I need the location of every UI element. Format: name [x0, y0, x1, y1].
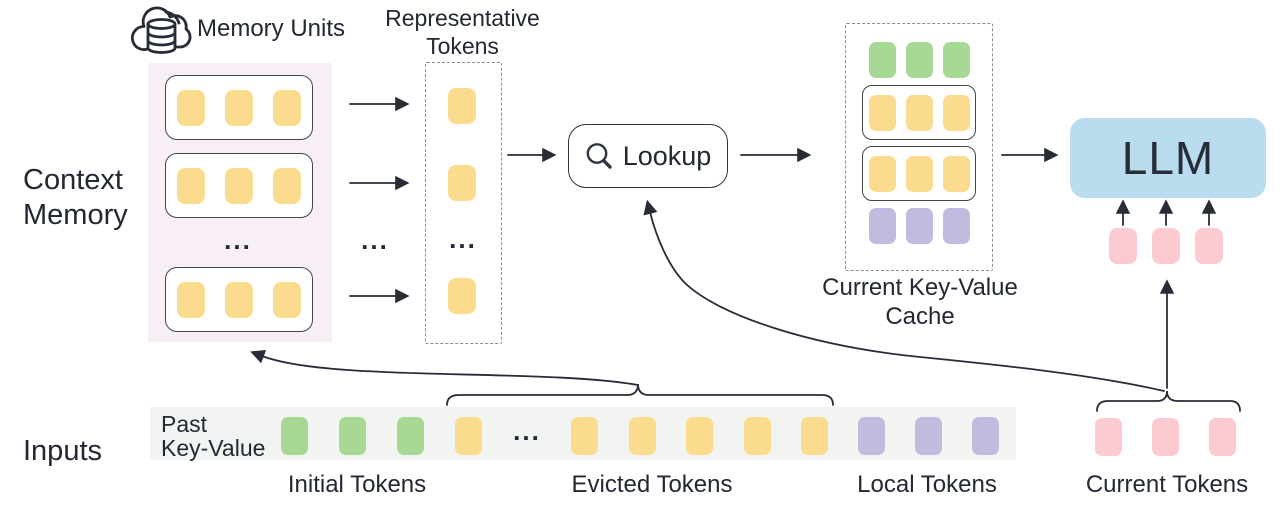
yellow-token — [801, 417, 828, 455]
yellow-token — [686, 417, 713, 455]
llm-input-tokens — [1109, 228, 1223, 264]
memory-unit — [165, 75, 313, 140]
green-token — [339, 417, 366, 455]
representative-token — [448, 165, 476, 201]
green-token — [943, 42, 970, 78]
yellow-token — [273, 281, 301, 318]
evicted-tokens-group-right — [571, 417, 828, 455]
yellow-token — [448, 88, 476, 124]
pink-token — [1195, 228, 1223, 264]
context-memory-box: ... — [148, 63, 332, 342]
local-tokens-label: Local Tokens — [857, 471, 997, 498]
cache-memory-unit — [862, 146, 976, 201]
yellow-token — [225, 281, 253, 318]
evicted-tokens-label: Evicted Tokens — [571, 471, 733, 498]
initial-tokens-group — [281, 417, 424, 455]
yellow-token — [177, 89, 205, 126]
green-token — [281, 417, 308, 455]
green-token — [869, 42, 896, 78]
pink-token — [1109, 228, 1137, 264]
memory-ellipsis: ... — [224, 225, 252, 255]
purple-token — [906, 208, 933, 244]
context-memory-label: Context Memory — [23, 164, 128, 231]
yellow-token — [225, 89, 253, 126]
memory-unit — [165, 153, 313, 218]
purple-token — [869, 208, 896, 244]
between-ellipsis: ... — [361, 225, 389, 255]
pink-token — [1152, 228, 1180, 264]
green-token — [397, 417, 424, 455]
memory-unit — [165, 267, 313, 332]
memory-units-label: Memory Units — [197, 15, 346, 42]
yellow-token — [177, 167, 205, 204]
yellow-token — [448, 165, 476, 201]
inputs-ellipsis: ... — [513, 416, 541, 446]
representative-tokens-box: ... — [425, 62, 502, 344]
purple-token — [943, 208, 970, 244]
current-tokens-group — [1095, 418, 1236, 456]
green-token — [906, 42, 933, 78]
yellow-token — [905, 155, 933, 192]
inputs-label: Inputs — [23, 435, 102, 467]
cache-initial-row — [869, 42, 970, 78]
cloud-database-icon — [130, 6, 192, 54]
current-kv-cache-label: Current Key-Value Cache — [822, 274, 1018, 330]
pink-token — [1095, 418, 1122, 456]
llm-box: LLM — [1070, 118, 1266, 198]
yellow-token — [868, 155, 896, 192]
pink-token — [1209, 418, 1236, 456]
current-tokens-label: Current Tokens — [1085, 471, 1249, 498]
current-tokens-brace — [1096, 390, 1241, 412]
yellow-token — [448, 278, 476, 314]
yellow-token — [273, 89, 301, 126]
representative-token — [448, 278, 476, 314]
llm-label: LLM — [1121, 132, 1215, 184]
purple-token — [858, 417, 885, 455]
representative-ellipsis: ... — [449, 224, 477, 254]
cache-local-row — [869, 208, 970, 244]
evicted-tokens-brace — [446, 383, 834, 406]
purple-token — [972, 417, 999, 455]
current-kv-cache-box — [845, 23, 993, 271]
yellow-token — [942, 155, 970, 192]
yellow-token — [225, 167, 253, 204]
yellow-token — [905, 94, 933, 131]
lookup-label: Lookup — [622, 140, 712, 171]
yellow-token — [273, 167, 301, 204]
past-key-value-label: Past Key-Value — [161, 411, 266, 461]
local-tokens-group — [858, 417, 999, 455]
representative-tokens-label: Representative Tokens — [385, 5, 540, 59]
search-icon — [586, 143, 612, 169]
yellow-token — [743, 417, 771, 455]
evicted-to-memory-curve — [250, 349, 639, 386]
representative-token — [448, 88, 476, 124]
lookup-button: Lookup — [568, 124, 728, 188]
yellow-token — [868, 94, 896, 131]
yellow-token — [942, 94, 970, 131]
yellow-token — [571, 417, 598, 455]
purple-token — [915, 417, 942, 455]
pink-token — [1152, 418, 1179, 456]
yellow-token — [628, 417, 656, 455]
evicted-tokens-group-left — [455, 417, 482, 455]
initial-tokens-label: Initial Tokens — [287, 471, 427, 498]
cache-memory-unit — [862, 85, 976, 140]
yellow-token — [177, 281, 205, 318]
yellow-token — [455, 417, 482, 455]
